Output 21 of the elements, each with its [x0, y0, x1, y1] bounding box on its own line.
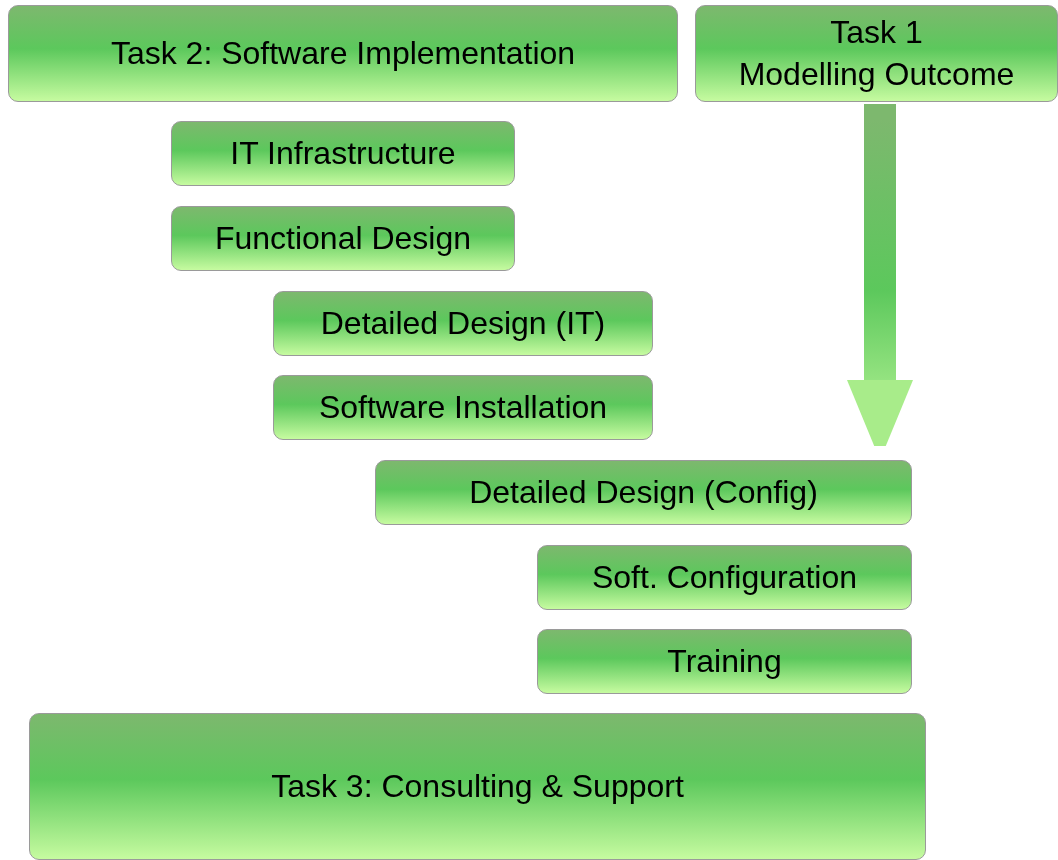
- task-box: [695, 5, 1058, 102]
- activity-box: [273, 291, 653, 356]
- box-label: Training: [667, 641, 782, 681]
- box-label: Functional Design: [214, 218, 472, 258]
- task-box: [8, 5, 678, 102]
- box-label: Software Installation: [318, 387, 608, 427]
- box-label: Soft. Configuration: [591, 557, 857, 597]
- activity-box: [171, 206, 515, 271]
- activity-box: [375, 460, 912, 525]
- box-label: Task 3: Consulting & Support: [271, 766, 684, 806]
- activity-box: [171, 121, 515, 186]
- task-box: [29, 713, 926, 860]
- activity-box: [273, 375, 653, 440]
- box-label: Detailed Design (IT): [320, 303, 606, 343]
- box-label: Task 2: Software Implementation: [110, 33, 576, 73]
- activity-box: [537, 545, 912, 610]
- box-label: Detailed Design (Config): [469, 472, 818, 512]
- box-label: IT Infrastructure: [230, 133, 456, 173]
- box-label: Modelling Outcome: [738, 54, 1015, 94]
- activity-box: [537, 629, 912, 694]
- box-label: Task 1: [830, 12, 923, 52]
